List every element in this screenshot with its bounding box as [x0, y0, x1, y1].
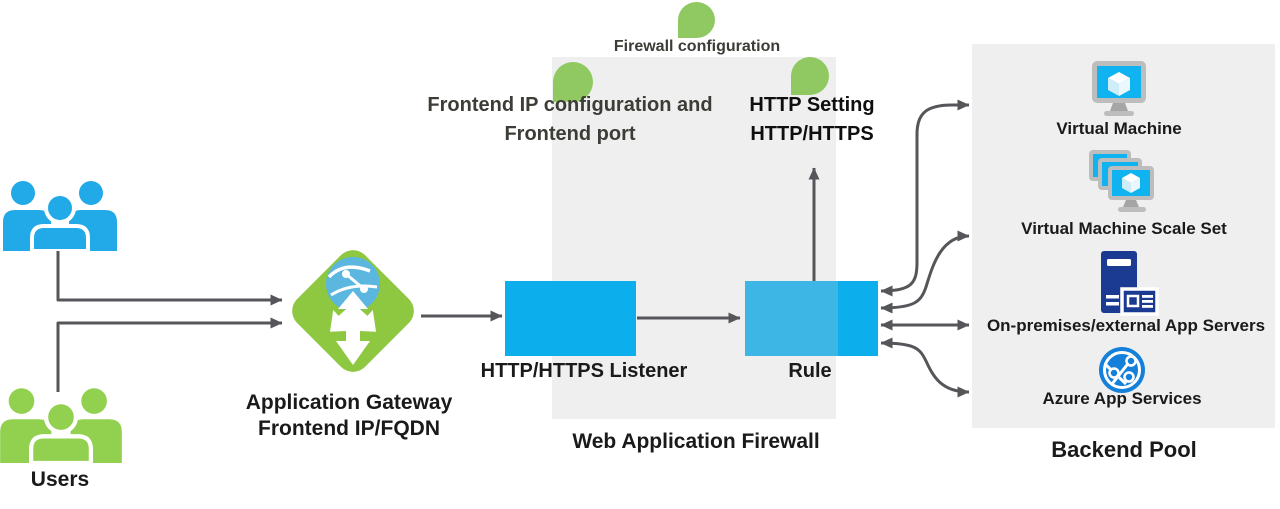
frontend-ip-label: Frontend IP configuration and Frontend p…: [427, 91, 712, 149]
users-green-icon: [0, 388, 122, 463]
users-blue-icon: [3, 181, 117, 251]
frontend-ip-label-line1: Frontend IP configuration and: [427, 94, 713, 116]
arrow-users-top-to-gateway: [56, 246, 283, 306]
firewall-configuration-droplet-icon: [678, 2, 715, 38]
http-setting-droplet-icon: [791, 57, 829, 95]
application-gateway-label-line1: Application Gateway: [245, 391, 453, 414]
application-gateway-label: Application Gateway Frontend IP/FQDN: [246, 390, 453, 441]
azure-app-services-label: Azure App Services: [1042, 389, 1202, 408]
web-application-firewall-panel: [552, 57, 836, 419]
rule-box: [745, 281, 878, 356]
on-premises-server-icon: [1101, 251, 1159, 316]
http-setting-label: HTTP Setting HTTP/HTTPS: [749, 91, 874, 149]
web-application-firewall-label: Web Application Firewall: [572, 430, 820, 453]
http-setting-label-line1: HTTP Setting: [749, 94, 875, 116]
application-gateway-icon: [292, 250, 414, 372]
application-gateway-label-line2: Frontend IP/FQDN: [257, 416, 440, 440]
firewall-configuration-label: Firewall configuration: [613, 38, 781, 55]
virtual-machine-icon: [1092, 61, 1146, 116]
on-premises-label: On-premises/external App Servers: [986, 316, 1266, 335]
frontend-ip-label-line2: Frontend port: [504, 123, 636, 145]
rule-label: Rule: [788, 360, 832, 382]
arrow-users-bottom-to-gateway: [56, 317, 283, 392]
users-label: Users: [30, 468, 90, 491]
virtual-machine-label: Virtual Machine: [1056, 119, 1182, 138]
http-setting-label-line2: HTTP/HTTPS: [750, 123, 874, 145]
arrow-rule-to-app-services: [880, 337, 970, 398]
backend-pool-label: Backend Pool: [1051, 437, 1197, 462]
arrow-rule-to-virtual-machine: [880, 99, 970, 297]
vm-scale-set-icon: [1089, 150, 1154, 212]
azure-app-services-icon: [1099, 347, 1145, 393]
arrow-rule-to-vm-scale-set: [880, 230, 970, 314]
vm-scale-set-label: Virtual Machine Scale Set: [1021, 219, 1227, 238]
http-https-listener-box: [505, 281, 636, 356]
frontend-ip-droplet-icon: [553, 62, 593, 102]
listener-label: HTTP/HTTPS Listener: [480, 360, 688, 382]
